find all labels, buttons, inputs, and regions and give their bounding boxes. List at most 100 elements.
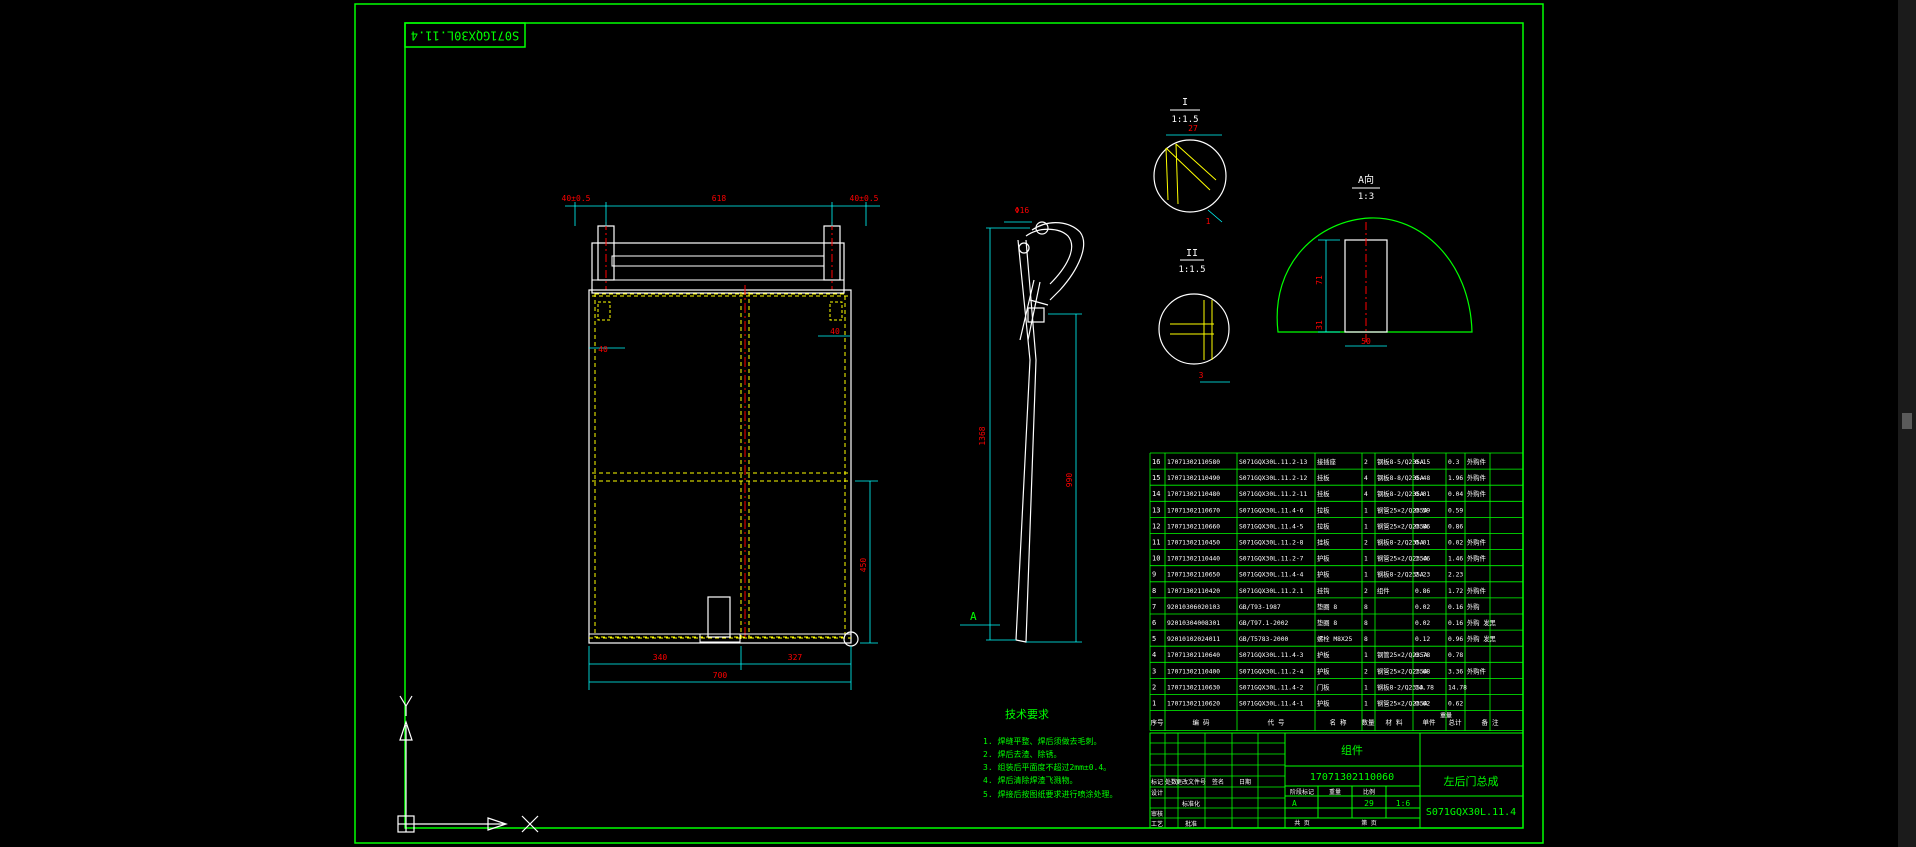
bom-cell: 8 xyxy=(1364,604,1368,611)
bom-cell: S071GQX30L.11.2-11 xyxy=(1239,491,1307,498)
bom-cell: 17071302110450 xyxy=(1167,540,1220,547)
titleblock-label: 标准化 xyxy=(1182,800,1200,808)
tech-line-4: 4. 焊后清除焊渣飞溅物。 xyxy=(983,775,1077,785)
rotated-number-box: S071GQX30L.11.4 xyxy=(404,22,526,48)
bom-cell: 拉板 xyxy=(1317,521,1330,530)
titleblock-label: 更改文件号 xyxy=(1176,778,1206,786)
bom-cell: 拉板 xyxy=(1317,505,1330,514)
titleblock-label: 设计 xyxy=(1151,789,1163,797)
bom-cell: 2 xyxy=(1364,588,1368,595)
bom-cell: 钢板8-2/Q235A xyxy=(1377,682,1424,691)
bom-cell: 外购 xyxy=(1467,602,1480,611)
bom-cell: S071GQX30L.11.2-12 xyxy=(1239,475,1307,482)
view-a-dim-h2: 31 xyxy=(1315,320,1324,330)
bom-cell: 2 xyxy=(1364,540,1368,547)
bom-cell: 钢板8-5/Q235A xyxy=(1377,457,1424,466)
ucs-icon xyxy=(397,695,539,833)
bom-cell: 挂板 xyxy=(1317,489,1330,498)
bom-cell: 钢管25×2/Q235A xyxy=(1377,666,1428,675)
bom-cell: 护板 xyxy=(1317,570,1330,579)
bom-cell: 0.59 xyxy=(1448,507,1463,514)
bom-cell: 挂板 xyxy=(1317,538,1330,547)
bom-cell: 0.15 xyxy=(1415,459,1430,466)
detail-ii-label: II xyxy=(1186,248,1198,259)
bom-header-cell: 序号 xyxy=(1151,718,1165,727)
bom-cell: S071GQX30L.11.2-8 xyxy=(1239,540,1304,547)
bom-cell: GB/T93-1987 xyxy=(1239,604,1281,611)
bom-cell: 0.12 xyxy=(1415,636,1430,643)
titleblock-label: 日期 xyxy=(1239,778,1251,786)
rotated-drawing-number: S071GQX30L.11.4 xyxy=(411,29,519,43)
titleblock-label: 审核 xyxy=(1151,810,1163,818)
dim-left-offset: 40±0.5 xyxy=(562,194,591,203)
bom-cell: 外购 发黑 xyxy=(1467,618,1496,627)
bom-cell: GB/T97.1-2002 xyxy=(1239,620,1288,627)
titleblock-label: 阶段标记 xyxy=(1290,788,1314,796)
bom-cell: 0.96 xyxy=(1448,636,1463,643)
bom-cell: 3.36 xyxy=(1448,668,1463,675)
stage-mark: A xyxy=(1292,799,1297,808)
bom-cell: 17071302110490 xyxy=(1167,475,1220,482)
bom-cell: 钢板8-2/Q235A xyxy=(1377,489,1424,498)
dim-side-right-height: 990 xyxy=(1065,473,1074,488)
bom-cell: 0.62 xyxy=(1448,701,1463,708)
bom-cell: 14 xyxy=(1152,490,1160,498)
drawing-border xyxy=(354,3,1544,844)
bom-cell: 门板 xyxy=(1317,682,1330,691)
bom-cell: 13 xyxy=(1152,506,1160,514)
drawing-number: S071GQX30L.11.4 xyxy=(1426,807,1516,818)
scrollbar-thumb[interactable] xyxy=(1902,413,1912,429)
bom-header-cell: 总计 xyxy=(1449,718,1463,727)
bom-cell: 16 xyxy=(1152,458,1160,466)
bom-cell: 0.01 xyxy=(1415,540,1430,547)
side-dimensions xyxy=(960,221,1082,643)
part-code: 17071302110060 xyxy=(1310,772,1394,783)
bom-cell: S071GQX30L.11.4-3 xyxy=(1239,652,1304,659)
bom-cell: 2 xyxy=(1152,683,1156,691)
tech-line-1: 1. 焊缝平整、焊后须做去毛刺。 xyxy=(983,736,1101,746)
bom-cell: 钢管25×2/Q235A xyxy=(1377,521,1428,530)
bom-weight-header: 重量 xyxy=(1440,712,1452,720)
bom-header-cell: 单件 xyxy=(1423,718,1437,727)
bom-cell: 0.02 xyxy=(1415,620,1430,627)
side-dimension-texts: Φ16 1368 990 xyxy=(978,206,1074,487)
side-view xyxy=(1015,221,1085,643)
bom-cell: 外购件 xyxy=(1467,473,1486,482)
bom-cell: 钢板8-2/Q235A xyxy=(1377,538,1424,547)
bom-cell: 钢板8-8/Q235A xyxy=(1377,473,1424,482)
bom-cell: 5 xyxy=(1152,635,1156,643)
bom-header-cell: 名 称 xyxy=(1330,718,1347,727)
bom-cell: 1 xyxy=(1364,652,1368,659)
titleblock-label: 标记 xyxy=(1151,778,1163,786)
bom-cell: 8 xyxy=(1364,620,1368,627)
bom-cell: 1 xyxy=(1364,684,1368,691)
detail-i-dim-b: 1 xyxy=(1206,217,1211,226)
bom-cell: 外购件 xyxy=(1467,666,1486,675)
bom-cell: 垫圈 8 xyxy=(1317,602,1337,611)
dim-top-width: 618 xyxy=(712,194,727,203)
bom-cell: 12 xyxy=(1152,522,1160,530)
bom-cell: S071GQX30L.11.2-13 xyxy=(1239,459,1307,466)
bom-cell: 17071302110620 xyxy=(1167,701,1220,708)
bom-cell: 15 xyxy=(1152,474,1160,482)
bom-cell: 17071302110420 xyxy=(1167,588,1220,595)
bom-cell: S071GQX30L.11.4-4 xyxy=(1239,572,1304,579)
bom-cell: 17071302110650 xyxy=(1167,572,1220,579)
detail-i-scale: 1:1.5 xyxy=(1171,115,1198,125)
bom-cell: 0.78 xyxy=(1448,652,1463,659)
titleblock-label: 重量 xyxy=(1329,788,1341,796)
bom-cell: 0.62 xyxy=(1415,701,1430,708)
vertical-scrollbar[interactable] xyxy=(1898,0,1916,847)
bom-cell: 17071302110580 xyxy=(1167,459,1220,466)
dim-total-width: 700 xyxy=(713,671,728,680)
bom-cell: 护板 xyxy=(1317,650,1330,659)
scale-value: 1:6 xyxy=(1396,799,1411,808)
bom-cell: 0.86 xyxy=(1448,523,1463,530)
bom-cell: 1 xyxy=(1152,700,1156,708)
bom-cell: 92010102024011 xyxy=(1167,636,1220,643)
bom-cell: 1 xyxy=(1364,556,1368,563)
bom-cell: 14.78 xyxy=(1448,684,1467,691)
detail-i-label: I xyxy=(1182,97,1188,108)
